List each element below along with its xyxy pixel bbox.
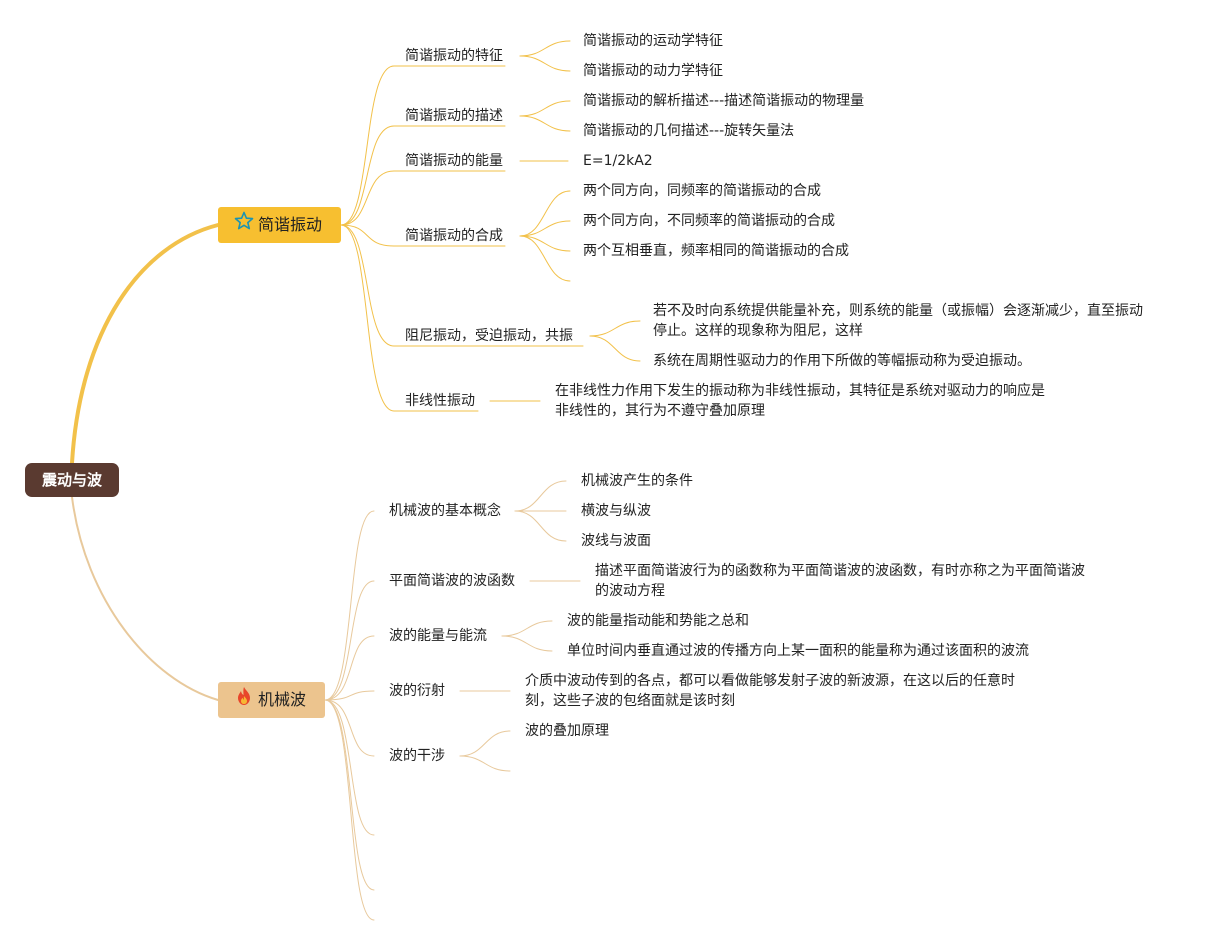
leaf-node[interactable]: 机械波产生的条件 — [581, 473, 693, 489]
connector-line — [324, 510, 375, 701]
sub-node[interactable]: 简谐振动的特征 — [405, 48, 503, 64]
fire-icon — [234, 683, 254, 719]
connector-line — [340, 224, 395, 347]
connector-line — [340, 65, 395, 226]
connector-line — [340, 125, 395, 226]
connector-line — [514, 480, 567, 512]
connector-line — [70, 223, 220, 465]
root-node[interactable]: 震动与波 — [25, 463, 119, 497]
connector-line — [501, 620, 553, 637]
leaf-node[interactable]: 波的能量指动能和势能之总和 — [567, 613, 749, 629]
connector-line — [340, 224, 395, 247]
connector-line — [324, 690, 375, 701]
sub-node[interactable]: 波的干涉 — [389, 748, 445, 764]
leaf-node[interactable]: 描述平面简谐波行为的函数称为平面简谐波的波函数，有时亦称之为平面简谐波的波动方程 — [595, 563, 1085, 599]
leaf-node[interactable]: 两个同方向，同频率的简谐振动的合成 — [583, 183, 821, 199]
connector-line — [519, 220, 571, 237]
sub-node[interactable]: 简谐振动的描述 — [405, 108, 503, 124]
connector-line — [459, 730, 511, 757]
connector-line — [71, 496, 219, 701]
connector-line — [519, 100, 571, 117]
leaf-node[interactable]: 波线与波面 — [581, 533, 651, 549]
connector-line — [459, 755, 511, 772]
leaf-node[interactable]: 简谐振动的几何描述---旋转矢量法 — [583, 123, 795, 139]
connector-line — [340, 224, 395, 412]
leaf-node[interactable]: 波的叠加原理 — [525, 723, 609, 739]
connector-line — [324, 635, 375, 701]
leaf-node[interactable]: 单位时间内垂直通过波的传播方向上某一面积的能量称为通过该面积的波流 — [567, 643, 1029, 659]
main-node-simple-harmonic[interactable]: 简谐振动 — [218, 207, 341, 243]
connector-line — [519, 40, 571, 57]
connector-line — [514, 510, 567, 542]
sub-node[interactable]: 阻尼振动，受迫振动，共振 — [405, 328, 573, 344]
leaf-node[interactable]: 介质中波动传到的各点，都可以看做能够发射子波的新波源，在这以后的任意时刻，这些子… — [525, 673, 1015, 709]
connector-line — [519, 235, 571, 252]
sub-node[interactable]: 平面简谐波的波函数 — [389, 573, 515, 589]
connector-line — [589, 335, 641, 362]
connector-line — [589, 320, 641, 337]
leaf-node[interactable]: 简谐振动的解析描述---描述简谐振动的物理量 — [583, 93, 865, 109]
sub-node[interactable]: 机械波的基本概念 — [389, 503, 501, 519]
leaf-node[interactable]: 简谐振动的运动学特征 — [583, 33, 723, 49]
connector-line — [519, 115, 571, 132]
root-label: 震动与波 — [41, 471, 102, 489]
main-node-mechanical-wave[interactable]: 机械波 — [218, 682, 325, 718]
connector-line — [501, 635, 553, 652]
main-node-label: 简谐振动 — [258, 215, 323, 234]
connector-line — [519, 55, 571, 72]
leaf-node[interactable]: 两个同方向，不同频率的简谐振动的合成 — [583, 213, 835, 229]
sub-node[interactable]: 波的能量与能流 — [389, 628, 487, 644]
connector-line — [324, 580, 375, 701]
connector-line — [519, 190, 571, 237]
connector-line — [340, 170, 395, 226]
connector-line — [519, 235, 571, 282]
leaf-node[interactable]: 在非线性力作用下发生的振动称为非线性振动，其特征是系统对驱动力的响应是非线性的，… — [555, 383, 1045, 419]
leaf-node[interactable]: 系统在周期性驱动力的作用下所做的等幅振动称为受迫振动。 — [653, 353, 1031, 369]
star-icon — [234, 208, 254, 244]
sub-node[interactable]: 波的衍射 — [389, 683, 445, 699]
main-node-label: 机械波 — [258, 690, 307, 709]
leaf-node[interactable]: 简谐振动的动力学特征 — [583, 63, 723, 79]
connector-line — [324, 699, 375, 891]
connector-line — [324, 699, 375, 921]
leaf-node[interactable]: E=1/2kA2 — [583, 153, 653, 169]
connector-line — [324, 699, 375, 757]
leaf-node[interactable]: 横波与纵波 — [581, 503, 651, 519]
sub-node[interactable]: 简谐振动的能量 — [405, 153, 503, 169]
leaf-node[interactable]: 若不及时向系统提供能量补充，则系统的能量（或振幅）会逐渐减少，直至振动停止。这样… — [653, 303, 1143, 339]
sub-node[interactable]: 简谐振动的合成 — [405, 228, 503, 244]
sub-node[interactable]: 非线性振动 — [405, 393, 475, 409]
leaf-node[interactable]: 两个互相垂直，频率相同的简谐振动的合成 — [583, 243, 849, 259]
connector-line — [324, 699, 375, 836]
